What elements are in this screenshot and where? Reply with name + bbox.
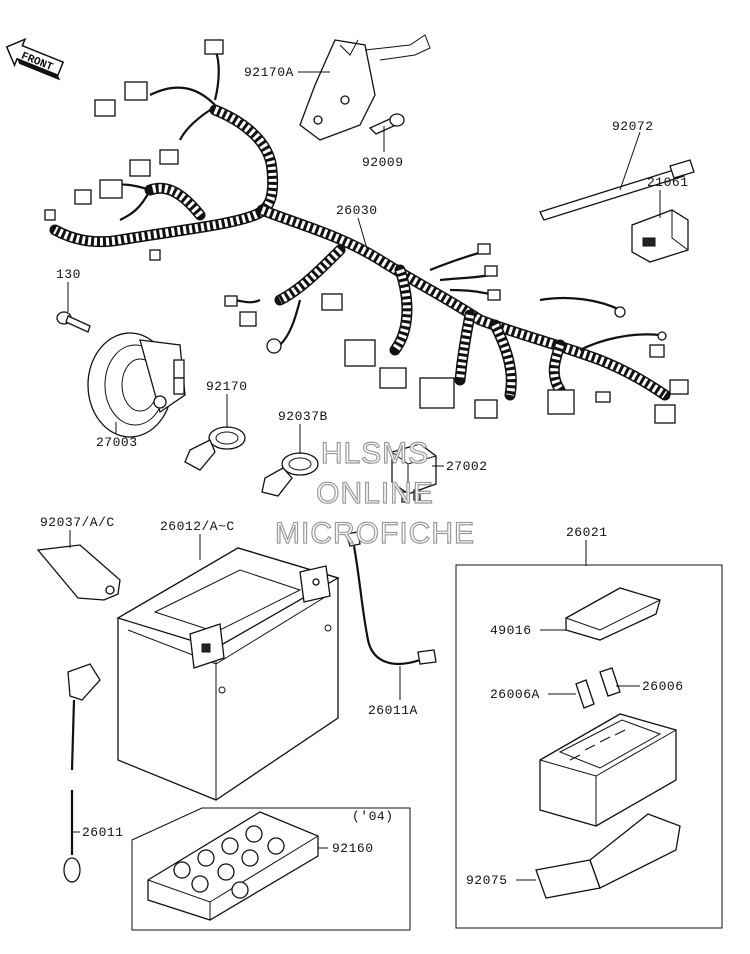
relay-illustration (391, 443, 437, 503)
band-illustration (539, 159, 695, 221)
part-number-26006A: 26006A (490, 687, 540, 702)
cable-a-illustration (345, 531, 437, 665)
watermark: HLSMS ONLINE MICROFICHE (274, 436, 475, 550)
main-harness-illustration (44, 39, 689, 424)
junction-cover-illustration (565, 587, 661, 641)
part-number-27002: 27002 (446, 459, 488, 474)
bracket-illustration (299, 34, 431, 141)
part-number-21061: 21061 (647, 175, 689, 190)
battery-illustration (116, 547, 340, 801)
part-number-130: 130 (56, 267, 81, 282)
part-number-26011: 26011 (82, 825, 124, 840)
part-number-92072: 92072 (612, 119, 654, 134)
bottom-cover-illustration (535, 813, 681, 899)
part-number-92009: 92009 (362, 155, 404, 170)
leader-lines (67, 71, 661, 881)
watermark-line-2: ONLINE (316, 477, 434, 510)
fuse-illustration (575, 667, 621, 709)
part-number-26012AC: 26012/A~C (160, 519, 235, 534)
part-number-92037B: 92037B (278, 409, 328, 424)
part-number-92170A: 92170A (244, 65, 294, 80)
clamp-b-illustration (261, 452, 319, 497)
part-number-26006: 26006 (642, 679, 684, 694)
watermark-line-3: MICROFICHE (275, 517, 475, 550)
part-number-92037AC: 92037/A/C (40, 515, 115, 530)
watermark-line-1: HLSMS (321, 437, 429, 470)
junction-box-illustration (539, 713, 677, 827)
part-number-26030: 26030 (336, 203, 378, 218)
cover-illustration (631, 209, 689, 263)
part-labels: 92170A 92009 92072 21061 26030 130 92170… (40, 65, 689, 888)
bolt-illustration (368, 113, 405, 135)
front-arrow-icon: FRONT (5, 37, 65, 81)
screw-illustration (56, 311, 91, 333)
cable-illustration (63, 663, 101, 883)
part-number-49016: 49016 (490, 623, 532, 638)
tray-illustration (147, 811, 319, 921)
part-number-92170: 92170 (206, 379, 248, 394)
junction-box-group-frame (455, 564, 723, 929)
horn-illustration (87, 332, 186, 438)
part-number-26021: 26021 (566, 525, 608, 540)
year-note-frame (131, 807, 411, 931)
part-number-92075: 92075 (466, 873, 508, 888)
clamp-illustration (184, 426, 246, 471)
plate-illustration (36, 544, 121, 601)
part-number-27003: 27003 (96, 435, 138, 450)
year-note: ('04) (352, 809, 394, 824)
part-number-26011A: 26011A (368, 703, 418, 718)
part-number-92160: 92160 (332, 841, 374, 856)
